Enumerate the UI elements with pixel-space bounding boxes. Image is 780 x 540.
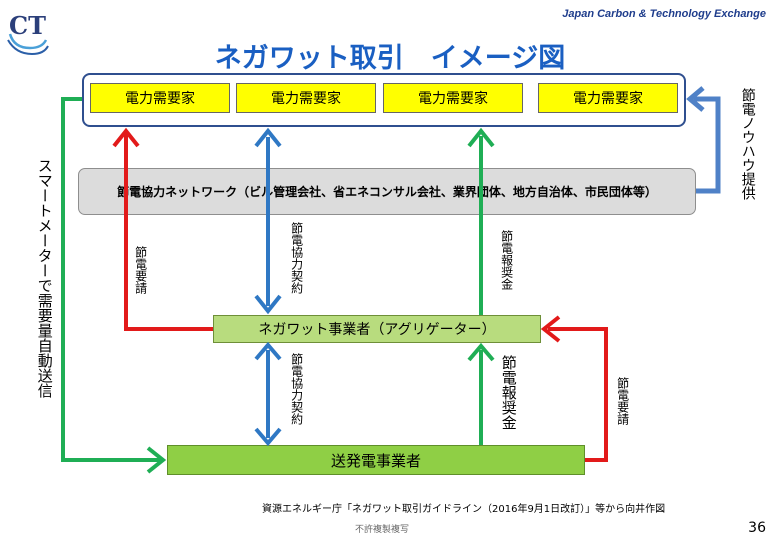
reward-arrow-lower-head: [467, 342, 495, 362]
request-arrow-left: [124, 134, 213, 331]
consumer-box-3: 電力需要家: [383, 83, 523, 113]
smart-meter-arrow: [61, 97, 160, 462]
know-how-label: 節電ノウハウ提供: [739, 88, 756, 200]
contract-arrow-upper-head-bottom: [254, 294, 282, 315]
contract-arrow-lower-head-bottom: [254, 427, 282, 447]
page-number: 36: [748, 520, 766, 536]
reward-label-lower: 節電報奨金: [499, 355, 518, 430]
smart-meter-arrow-head: [146, 446, 167, 474]
reward-label-upper: 節電報奨金: [499, 230, 514, 290]
aggregator-box: ネガワット事業者（アグリゲーター）: [213, 315, 541, 343]
request-arrow-right-head: [540, 315, 561, 343]
request-arrow-left-head: [112, 127, 140, 148]
know-how-arrow-head: [686, 86, 705, 112]
source-note: 資源エネルギー庁「ネガワット取引ガイドライン（2016年9月1日改訂）」等から向…: [262, 504, 666, 515]
consumer-box-1: 電力需要家: [90, 83, 230, 113]
jcte-logo: CT: [7, 11, 49, 56]
page-title: ネガワット取引 イメージ図: [214, 43, 566, 74]
copyright-note: 不許複製複写: [355, 525, 410, 535]
request-arrow-right: [548, 327, 608, 462]
consumer-box-4: 電力需要家: [538, 83, 678, 113]
contract-label-upper: 節電協力契約: [289, 222, 304, 294]
organization-name: Japan Carbon & Technology Exchange: [562, 8, 766, 20]
contract-arrow-upper-head-top: [254, 127, 282, 148]
request-label-left: 節電要請: [133, 246, 148, 294]
reward-arrow-upper-head: [467, 127, 495, 148]
network-box: 節電協力ネットワーク（ビル管理会社、省エネコンサル会社、業界団体、地方自治体、市…: [78, 168, 696, 215]
contract-arrow-lower-head-top: [254, 341, 282, 361]
smart-meter-label: スマートメーターで需要量自動送信: [35, 158, 54, 398]
utility-box: 送発電事業者: [167, 445, 585, 475]
know-how-arrow: [694, 96, 721, 194]
consumer-box-2: 電力需要家: [236, 83, 376, 113]
request-label-right: 節電要請: [615, 377, 630, 425]
contract-label-lower: 節電協力契約: [289, 353, 304, 425]
logo-text: CT: [9, 11, 46, 40]
